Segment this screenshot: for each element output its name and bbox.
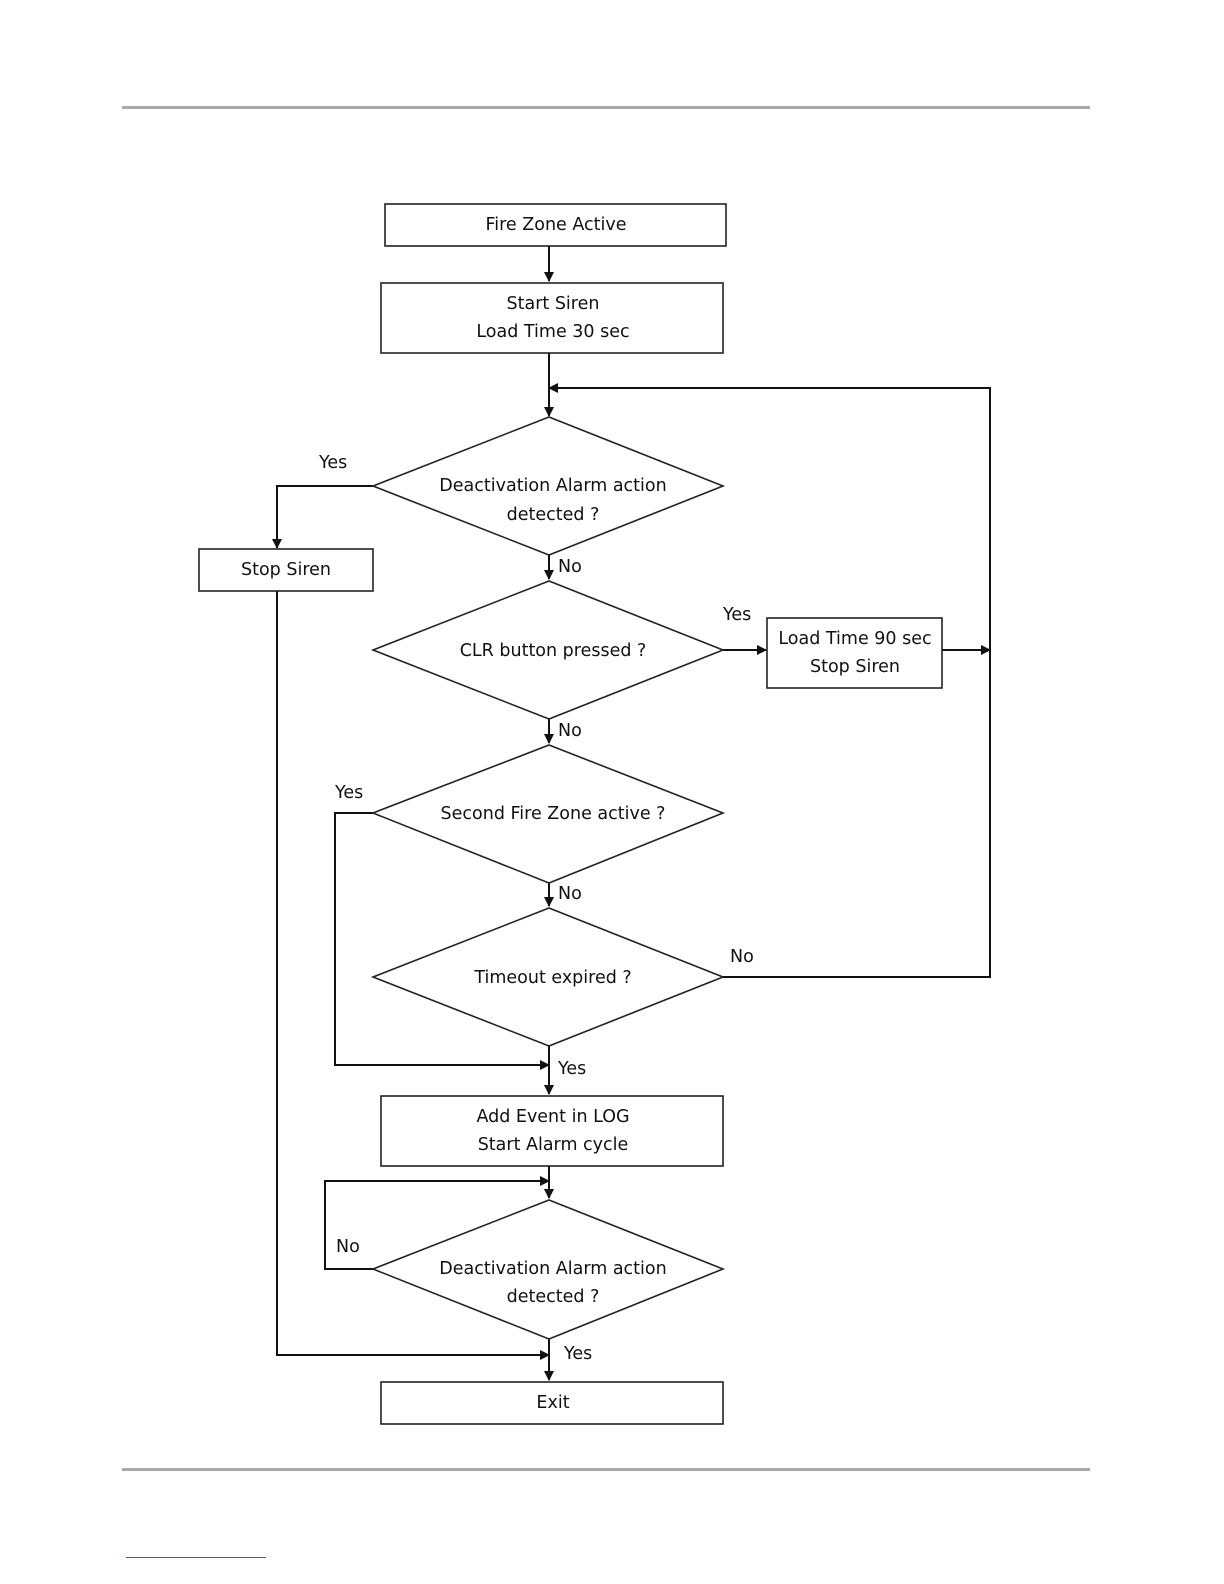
decision-second-zone-label: Second Fire Zone active ? xyxy=(441,804,666,824)
node-start-label: Fire Zone Active xyxy=(485,215,626,235)
decision-deactivation-1-line1: Deactivation Alarm action xyxy=(439,476,666,496)
decision-clr: CLR button pressed ? xyxy=(373,581,723,719)
node-siren-start: Start Siren Load Time 30 sec xyxy=(381,283,723,353)
edge-label-deact1-yes: Yes xyxy=(318,453,347,473)
node-exit-label: Exit xyxy=(536,1393,569,1413)
decision-deactivation-1-line2: detected ? xyxy=(507,505,600,525)
node-add-event-line2: Start Alarm cycle xyxy=(478,1135,629,1155)
decision-deactivation-2: Deactivation Alarm action detected ? xyxy=(373,1200,723,1339)
node-add-event: Add Event in LOG Start Alarm cycle xyxy=(381,1096,723,1166)
edge-label-deact2-yes: Yes xyxy=(563,1344,592,1364)
node-load-90: Load Time 90 sec Stop Siren xyxy=(767,618,942,688)
node-siren-start-line2: Load Time 30 sec xyxy=(476,322,629,342)
node-stop-siren: Stop Siren xyxy=(199,549,373,591)
node-stop-siren-label: Stop Siren xyxy=(241,560,331,580)
edge-label-clr-yes: Yes xyxy=(722,605,751,625)
decision-deactivation-2-line1: Deactivation Alarm action xyxy=(439,1259,666,1279)
node-load-90-line1: Load Time 90 sec xyxy=(778,629,931,649)
decision-timeout-label: Timeout expired ? xyxy=(473,968,631,988)
edge-label-deact2-no: No xyxy=(336,1237,360,1257)
edge-label-timeout-no: No xyxy=(730,947,754,967)
node-load-90-line2: Stop Siren xyxy=(810,657,900,677)
node-add-event-line1: Add Event in LOG xyxy=(476,1107,629,1127)
edge-label-second-no: No xyxy=(558,884,582,904)
node-siren-start-line1: Start Siren xyxy=(507,294,600,314)
node-start: Fire Zone Active xyxy=(385,204,726,246)
edge-label-clr-no: No xyxy=(558,721,582,741)
edge-label-timeout-yes: Yes xyxy=(557,1059,586,1079)
decision-clr-label: CLR button pressed ? xyxy=(460,641,647,661)
edge-label-deact1-no: No xyxy=(558,557,582,577)
decision-deactivation-2-line2: detected ? xyxy=(507,1287,600,1307)
decision-deactivation-1: Deactivation Alarm action detected ? xyxy=(373,417,723,555)
node-exit: Exit xyxy=(381,1382,723,1424)
decision-timeout: Timeout expired ? xyxy=(373,908,723,1046)
edge-deact1-yes xyxy=(277,486,373,548)
edge-label-second-yes: Yes xyxy=(334,783,363,803)
decision-second-zone: Second Fire Zone active ? xyxy=(373,745,723,883)
